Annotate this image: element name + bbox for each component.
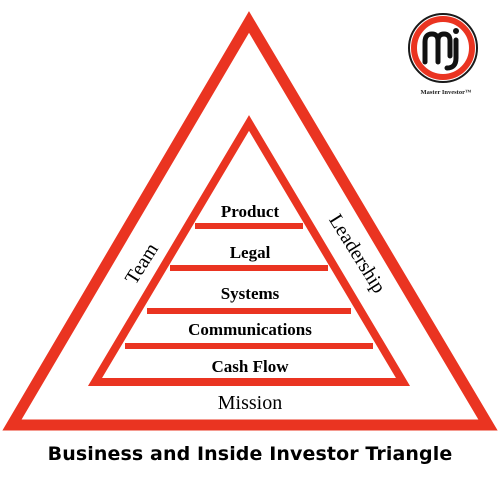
base-label-mission: Mission bbox=[218, 392, 282, 414]
logo-text: Master Investor™ bbox=[421, 89, 472, 96]
diagram-caption: Business and Inside Investor Triangle bbox=[47, 443, 453, 465]
inner-triangle bbox=[87, 115, 411, 386]
tier-label-legal: Legal bbox=[230, 243, 271, 262]
tier-label-systems: Systems bbox=[221, 284, 280, 303]
tier-label-cash-flow: Cash Flow bbox=[212, 357, 290, 376]
tier-label-product: Product bbox=[221, 202, 280, 221]
tier-label-communications: Communications bbox=[188, 320, 312, 339]
master-investor-logo: Master Investor™ bbox=[408, 13, 478, 96]
outer-triangle bbox=[2, 11, 498, 431]
